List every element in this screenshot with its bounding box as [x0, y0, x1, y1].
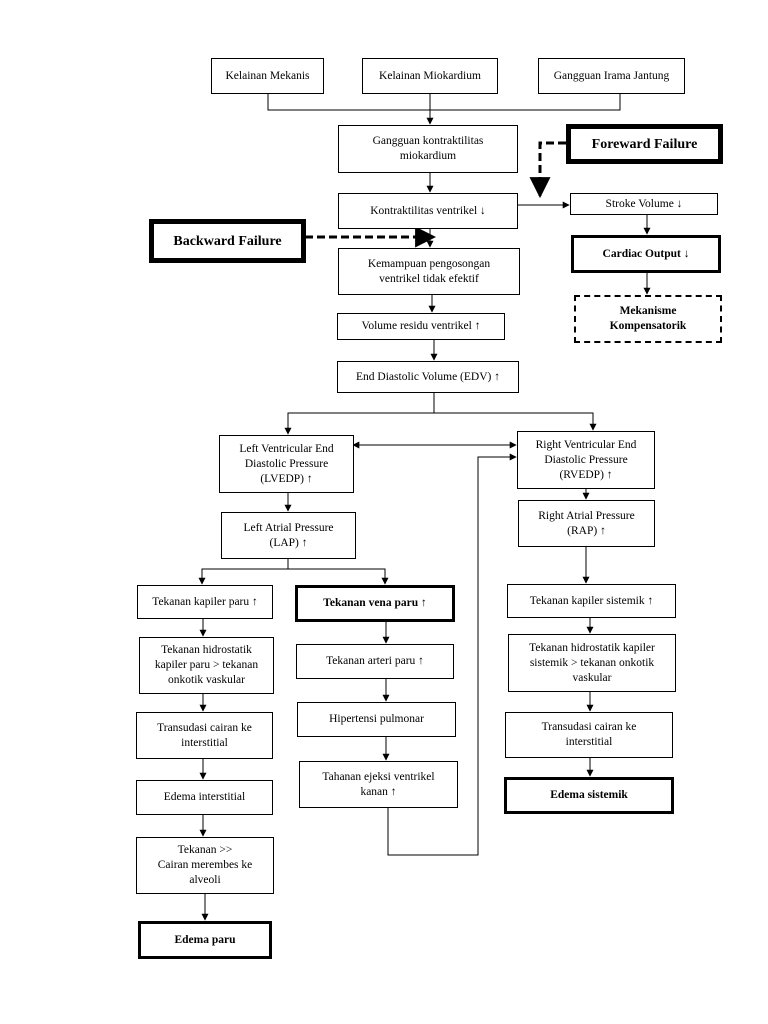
node-stroke-volume: Stroke Volume ↓ [570, 193, 718, 215]
node-transudasi-kiri: Transudasi cairan ke interstitial [136, 712, 273, 759]
connector-edv-split [284, 393, 435, 435]
node-hidrostatik-paru: Tekanan hidrostatik kapiler paru > tekan… [139, 637, 274, 694]
node-tekanan-kapiler-paru: Tekanan kapiler paru ↑ [137, 585, 273, 619]
node-edema-interstitial: Edema interstitial [136, 780, 273, 815]
node-lvedp: Left Ventricular End Diastolic Pressure … [219, 435, 354, 493]
node-tekanan-vena-paru: Tekanan vena paru ↑ [295, 585, 455, 622]
node-kemampuan-pengosongan: Kemampuan pengosongan ventrikel tidak ef… [338, 248, 520, 295]
connector-lap-split [198, 559, 289, 585]
node-edema-sistemik: Edema sistemik [504, 777, 674, 814]
node-rap: Right Atrial Pressure (RAP) ↑ [518, 500, 655, 547]
node-tahanan-ejeksi: Tahanan ejeksi ventrikel kanan ↑ [299, 761, 458, 808]
node-rvedp: Right Ventricular End Diastolic Pressure… [517, 431, 655, 489]
node-mekanisme-kompensatorik: Mekanisme Kompensatorik [574, 295, 722, 343]
node-kelainan-mekanis: Kelainan Mekanis [211, 58, 324, 94]
connector-foreward-dashed [529, 141, 566, 199]
node-hipertensi-pulmonar: Hipertensi pulmonar [297, 702, 456, 737]
node-edema-paru: Edema paru [138, 921, 272, 959]
node-edv: End Diastolic Volume (EDV) ↑ [337, 361, 519, 393]
connector-edv-split-right [434, 412, 597, 431]
node-volume-residu: Volume residu ventrikel ↑ [337, 313, 505, 340]
node-tekanan-arteri-paru: Tekanan arteri paru ↑ [296, 644, 454, 679]
node-tekanan-cairan-alveoli: Tekanan >> Cairan merembes ke alveoli [136, 837, 274, 894]
node-foreward-failure: Foreward Failure [566, 124, 723, 164]
node-kontraktilitas-ventrikel: Kontraktilitas ventrikel ↓ [338, 193, 518, 229]
node-kelainan-miokardium: Kelainan Miokardium [362, 58, 498, 94]
node-lap: Left Atrial Pressure (LAP) ↑ [221, 512, 356, 559]
connector-tahanan-to-rvedp [387, 453, 517, 856]
node-backward-failure: Backward Failure [149, 219, 306, 263]
node-tekanan-kapiler-sistemik: Tekanan kapiler sistemik ↑ [507, 584, 676, 618]
connector-lap-split-right [288, 568, 389, 585]
connector-causes-merge [267, 94, 621, 111]
node-hidrostatik-sistemik: Tekanan hidrostatik kapiler sistemik > t… [508, 634, 676, 692]
node-gangguan-irama-jantung: Gangguan Irama Jantung [538, 58, 685, 94]
node-cardiac-output: Cardiac Output ↓ [571, 235, 721, 273]
node-transudasi-kanan: Transudasi cairan ke interstitial [505, 712, 673, 758]
node-gangguan-kontraktilitas: Gangguan kontraktilitas miokardium [338, 125, 518, 173]
